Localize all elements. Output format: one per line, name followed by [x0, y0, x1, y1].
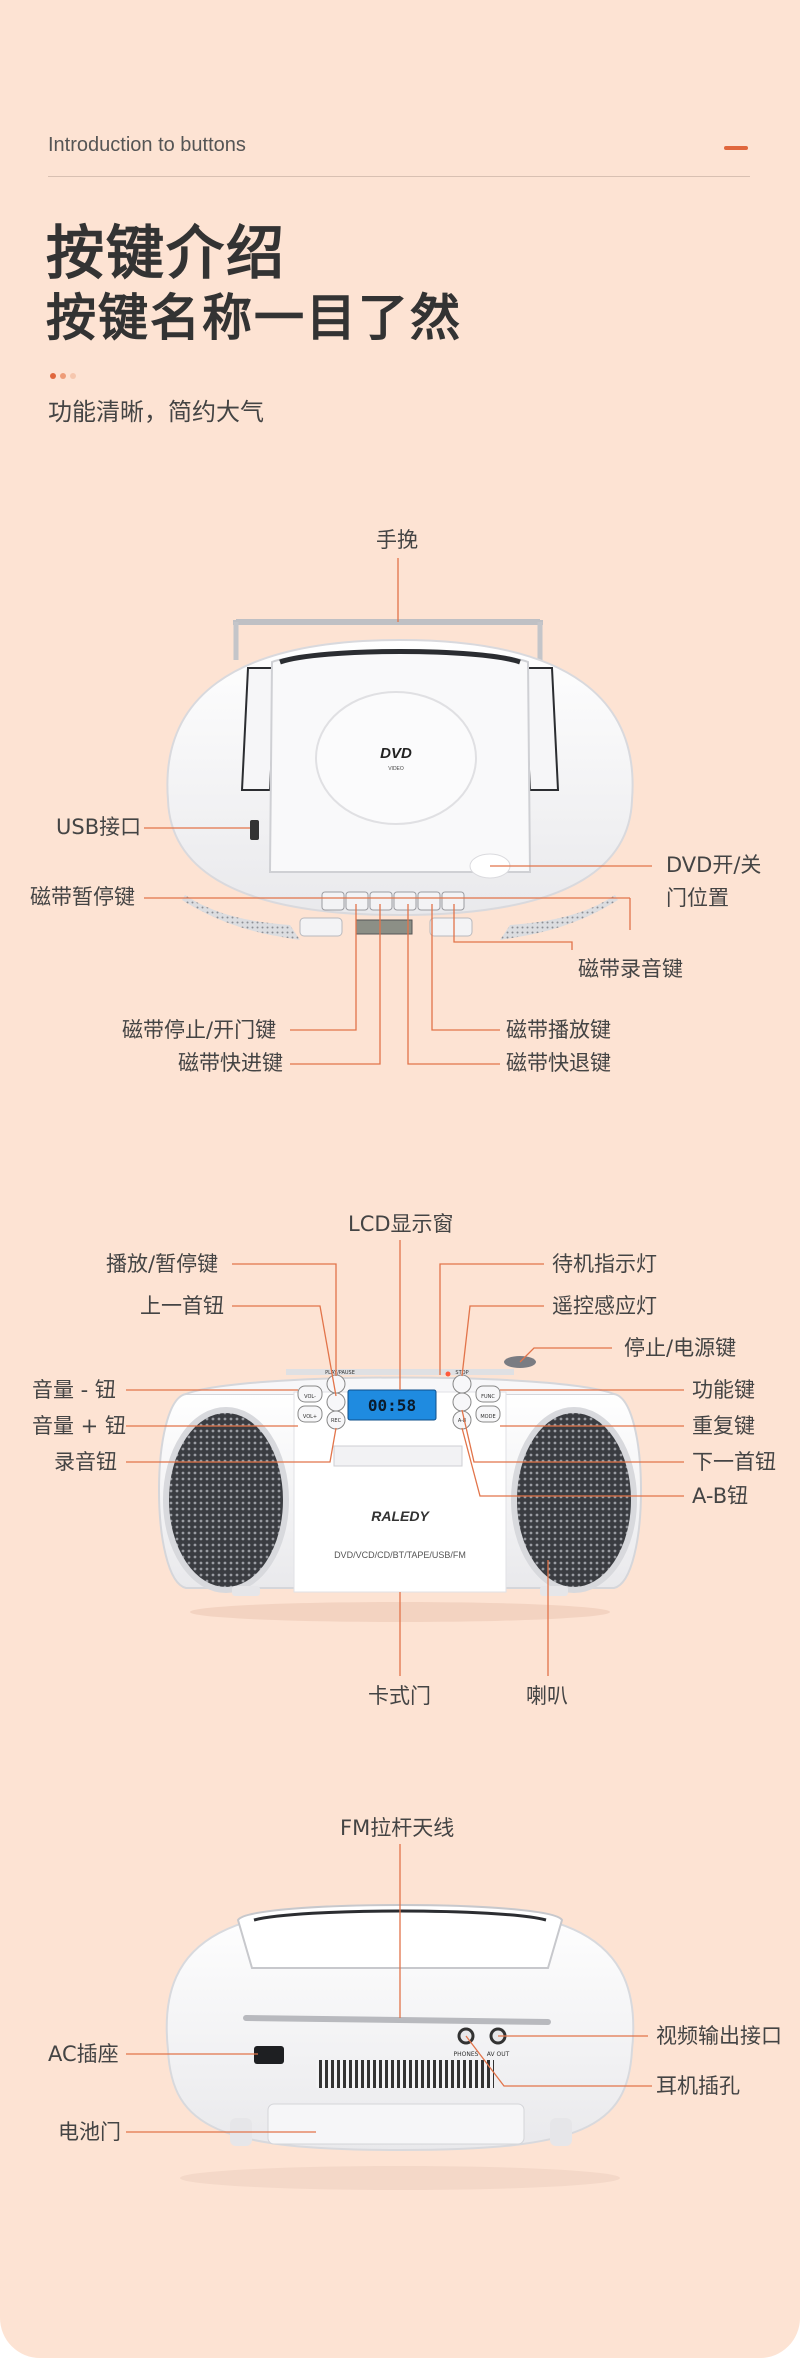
play-pause-button[interactable]: PLAY/PAUSE — [325, 1370, 355, 1376]
dvd-logo: DVD — [380, 745, 412, 762]
func-button[interactable]: FUNC — [481, 1394, 495, 1400]
top-view-leaders — [144, 558, 652, 1065]
label-vol-down: 音量 - 钮 — [32, 1378, 116, 1402]
right-speaker — [511, 1407, 637, 1593]
label-lcd: LCD显示窗 — [348, 1212, 454, 1236]
tagline: 功能清晰，简约大气 — [48, 398, 264, 426]
label-handle: 手挽 — [376, 528, 418, 552]
label-video-out: 视频输出接口 — [656, 2024, 782, 2048]
label-tape-stop: 磁带停止/开门键 — [122, 1018, 277, 1042]
dot — [50, 373, 56, 379]
label-function: 功能键 — [692, 1378, 755, 1402]
label-ab: A-B钮 — [692, 1484, 749, 1508]
label-play-pause: 播放/暂停键 — [106, 1252, 219, 1276]
front-view-player: 00:58 VOL- VOL+ REC PLAY/PAUSE — [158, 1356, 642, 1622]
right-button-cluster: STOP FUNC MODE A-B — [445, 1356, 536, 1430]
label-tape-play: 磁带播放键 — [506, 1018, 611, 1042]
label-record: 录音钮 — [54, 1450, 117, 1474]
lcd-text: 00:58 — [368, 1396, 416, 1415]
intro-text: Introduction to buttons — [48, 134, 246, 156]
label-tape-ff: 磁带快进键 — [178, 1051, 283, 1075]
label-standby-led: 待机指示灯 — [552, 1252, 657, 1276]
label-dvd-door-2: 门位置 — [666, 886, 729, 910]
dot — [60, 373, 66, 379]
back-view-leaders — [126, 1844, 652, 2133]
brand-logo: RALEDY — [371, 1508, 430, 1524]
dvd-logo-sub: VIDEO — [388, 766, 404, 772]
mode-button[interactable]: MODE — [480, 1414, 495, 1420]
label-usb: USB接口 — [56, 815, 142, 839]
usb-port — [250, 820, 259, 840]
dot — [70, 373, 76, 379]
left-speaker — [163, 1407, 289, 1593]
label-dvd-door-1: DVD开/关 — [666, 853, 762, 877]
top-view-player: DVD VIDEO — [166, 619, 634, 940]
fm-antenna — [243, 2015, 551, 2025]
page-subtitle-heading: 按键名称一目了然 — [46, 289, 462, 347]
decorative-dots — [50, 364, 80, 383]
front-view-leaders — [126, 1240, 684, 1676]
rec-button[interactable]: REC — [331, 1418, 342, 1424]
label-antenna: FM拉杆天线 — [340, 1816, 455, 1840]
label-ir: 遥控感应灯 — [552, 1294, 657, 1318]
vent-grille — [316, 2060, 494, 2088]
label-tape-pause: 磁带暂停键 — [30, 885, 135, 909]
page-title: 按键介绍 — [46, 219, 287, 287]
label-battery: 电池门 — [58, 2120, 121, 2144]
tape-buttons — [299, 891, 473, 937]
label-cassette-door: 卡式门 — [368, 1684, 431, 1708]
accent-dash — [724, 146, 748, 150]
cassette-door — [333, 1445, 463, 1467]
label-repeat: 重复键 — [692, 1414, 755, 1438]
format-list: DVD/VCD/CD/BT/TAPE/USB/FM — [334, 1550, 466, 1560]
label-tape-rew: 磁带快退键 — [506, 1051, 611, 1075]
label-speaker: 喇叭 — [526, 1684, 568, 1708]
phones-label: PHONES — [454, 2051, 479, 2058]
ac-socket — [254, 2046, 284, 2064]
vol-plus-button[interactable]: VOL+ — [303, 1414, 317, 1420]
av-out-label: AV OUT — [487, 2051, 510, 2058]
ab-button[interactable]: A-B — [458, 1418, 467, 1424]
label-vol-up: 音量 + 钮 — [32, 1414, 126, 1438]
label-ac: AC插座 — [48, 2042, 119, 2066]
label-earphone: 耳机插孔 — [656, 2074, 740, 2098]
divider — [48, 176, 750, 177]
label-next: 下一首钮 — [692, 1450, 776, 1474]
label-stop-power: 停止/电源键 — [624, 1336, 737, 1360]
lcd-display — [347, 1389, 437, 1421]
vol-minus-button[interactable]: VOL- — [304, 1394, 316, 1400]
back-view-player: PHONES AV OUT — [165, 1904, 635, 2190]
label-prev: 上一首钮 — [140, 1294, 224, 1318]
battery-door — [267, 2103, 525, 2145]
label-tape-record: 磁带录音键 — [578, 957, 683, 981]
left-button-cluster: VOL- VOL+ REC PLAY/PAUSE — [297, 1370, 355, 1430]
